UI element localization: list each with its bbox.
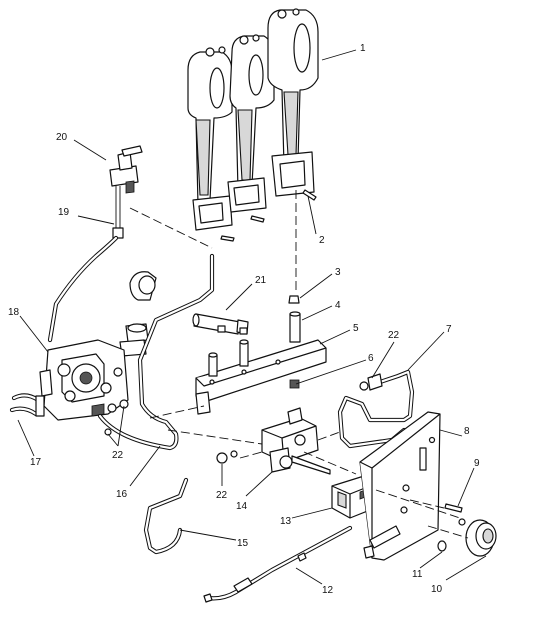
fitting-22-tube (359, 373, 383, 391)
callout-19: 19 (58, 207, 70, 218)
pilot-assembly (109, 145, 143, 239)
callout-13: 13 (280, 516, 292, 527)
callout-15: 15 (237, 538, 249, 549)
callout-6: 6 (368, 353, 374, 364)
callout-11: 11 (412, 569, 423, 580)
callout-22-tube: 22 (388, 330, 400, 341)
lock-nut (437, 540, 447, 552)
callout-22-valve: 22 (112, 450, 124, 461)
gas-manifold (195, 295, 327, 415)
callout-8: 8 (464, 426, 470, 437)
callout-12: 12 (322, 585, 334, 596)
control-knob (465, 519, 497, 557)
callout-4: 4 (335, 300, 341, 311)
callout-18: 18 (8, 307, 20, 318)
callout-7: 7 (446, 324, 452, 335)
callout-22-safety: 22 (216, 490, 228, 501)
callout-labels: 1 2 3 4 5 6 7 8 9 10 11 12 13 14 15 16 1… (8, 43, 480, 596)
callout-17: 17 (30, 457, 42, 468)
bracket-screw (444, 503, 466, 526)
burner-right (267, 8, 319, 197)
mounting-bracket (359, 411, 441, 561)
thermocouple-lead (203, 525, 353, 603)
callout-2: 2 (319, 235, 325, 246)
gas-valve (39, 339, 129, 421)
safety-valve (216, 407, 331, 475)
callout-21: 21 (255, 275, 267, 286)
callout-16: 16 (116, 489, 128, 500)
elbow-fitting (119, 271, 157, 357)
orifice (192, 313, 249, 335)
callout-20: 20 (56, 132, 68, 143)
burner-left (187, 46, 233, 231)
leader-lines (17, 49, 487, 585)
callout-9: 9 (474, 458, 480, 469)
callout-10: 10 (431, 584, 443, 595)
callout-3: 3 (335, 267, 341, 278)
fittings-22-valve (104, 399, 129, 436)
callout-14: 14 (236, 501, 248, 512)
callout-1: 1 (360, 43, 366, 54)
centerlines (129, 190, 469, 539)
burner-screws (220, 189, 317, 242)
burner-middle (227, 34, 275, 213)
callout-5: 5 (353, 323, 359, 334)
tubing (47, 235, 415, 555)
burner-heads (187, 8, 319, 231)
flex-connector (9, 393, 45, 417)
